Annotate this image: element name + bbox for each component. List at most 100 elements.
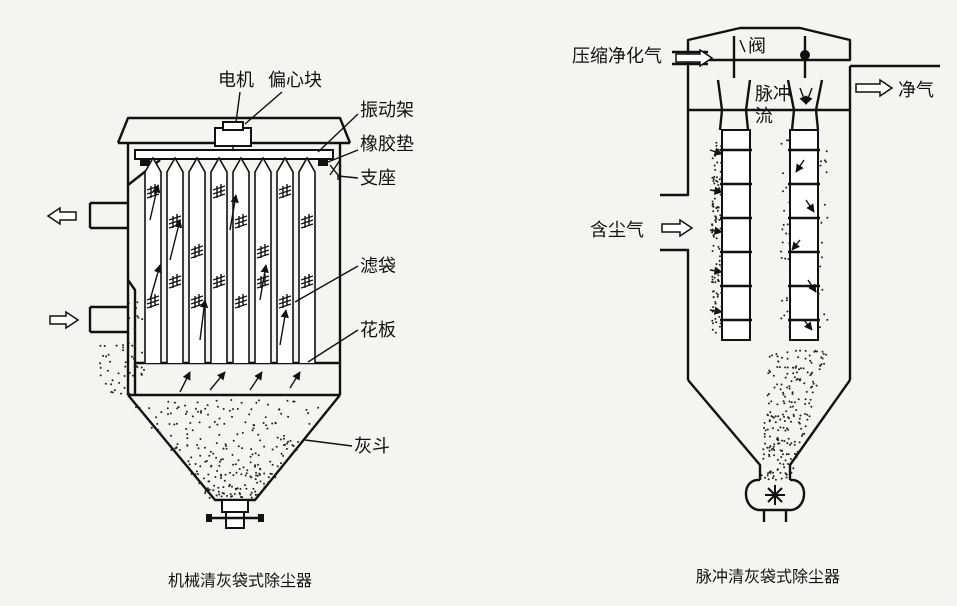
- dust-particle: [136, 301, 139, 304]
- dust-particle: [711, 224, 714, 227]
- dust-particle: [216, 423, 219, 426]
- dust-particle: [166, 407, 169, 410]
- dust-particle: [819, 364, 822, 367]
- dust-particle: [716, 150, 719, 153]
- dust-particle: [786, 223, 789, 226]
- rotary-star: [765, 485, 785, 505]
- dust-particle: [194, 407, 197, 410]
- dust-particle: [283, 434, 285, 437]
- ash-hopper: [127, 394, 341, 502]
- dust-particle: [803, 382, 806, 385]
- pulse-arrow: [791, 239, 801, 251]
- dust-particle: [815, 384, 818, 387]
- dust-particle: [249, 475, 252, 478]
- dust-particle: [718, 325, 721, 328]
- dust-particle: [713, 175, 716, 178]
- dust-particle: [250, 496, 253, 499]
- dust-particle: [763, 427, 765, 429]
- dust-particle: [716, 295, 719, 298]
- dust-particle: [715, 217, 718, 220]
- venturi-right: [786, 79, 824, 131]
- discharge-valve: [221, 499, 249, 513]
- dust-particle: [823, 159, 826, 162]
- dust-particle: [719, 218, 722, 221]
- dust-particle: [295, 448, 298, 451]
- dust-particle: [231, 485, 233, 488]
- dust-particle: [817, 211, 819, 214]
- dust-particle: [763, 433, 766, 435]
- dust-particle: [186, 444, 189, 447]
- pulse-arrow: [807, 279, 817, 293]
- dust-particle: [786, 372, 789, 375]
- dust-particle: [712, 180, 715, 183]
- dust-particle: [712, 306, 715, 309]
- dust-particle: [768, 369, 771, 372]
- dust-particle: [305, 408, 308, 411]
- dust-particle: [196, 410, 199, 413]
- dust-particle: [798, 441, 801, 444]
- dust-particle: [820, 356, 823, 359]
- dust-particle: [825, 171, 828, 174]
- dust-particle: [800, 435, 803, 437]
- filter-bag: [298, 156, 316, 363]
- dust-particle: [784, 395, 787, 398]
- dust-particle: [779, 449, 782, 452]
- dust-particle: [798, 368, 800, 371]
- dust-particle: [225, 445, 227, 447]
- dust-particle: [768, 402, 770, 405]
- dust-particle: [123, 386, 126, 389]
- dust-particle: [782, 172, 784, 175]
- dust-particle: [782, 391, 784, 394]
- dust-particle: [766, 428, 769, 431]
- dust-particle: [252, 427, 255, 430]
- dust-particle: [780, 317, 783, 320]
- dust-particle: [168, 423, 171, 425]
- dust-particle: [786, 366, 789, 369]
- dust-particle: [156, 422, 159, 425]
- dust-particle: [821, 241, 823, 244]
- label-flower-plate: 花板: [360, 320, 396, 341]
- dust-particle: [780, 383, 783, 386]
- hopper-dust: [99, 301, 320, 499]
- dust-particle: [228, 485, 231, 488]
- dust-particle: [713, 164, 716, 167]
- dust-particle: [772, 445, 775, 448]
- dust-particle: [106, 369, 109, 372]
- dust-particle: [711, 280, 713, 283]
- dust-particle: [120, 392, 123, 395]
- dust-particle: [779, 462, 782, 465]
- caption-mechanical: 机械清灰袋式除尘器: [168, 571, 312, 590]
- dust-particle: [139, 409, 142, 412]
- dust-particle: [110, 383, 113, 386]
- dust-particle: [239, 488, 242, 490]
- dust-particle: [810, 405, 813, 408]
- dust-particle: [131, 344, 134, 347]
- housing-left-upper: [660, 60, 690, 197]
- dust-particle: [150, 426, 153, 429]
- rubber-pad-right: [318, 158, 328, 166]
- dust-particle: [274, 421, 277, 424]
- dust-particle: [711, 275, 714, 278]
- dust-particle: [219, 473, 222, 476]
- dust-particle: [795, 349, 797, 352]
- dust-particle: [254, 493, 257, 496]
- dust-particle: [297, 440, 299, 443]
- dust-particle: [780, 256, 783, 259]
- dust-particle: [790, 420, 792, 423]
- dust-particle: [130, 355, 133, 358]
- dust-particle: [777, 439, 780, 442]
- dust-particle: [246, 469, 249, 472]
- dust-particle: [259, 480, 262, 483]
- dust-particle: [287, 440, 290, 443]
- dust-particle: [715, 207, 718, 210]
- dust-particle: [715, 263, 718, 266]
- dust-particle: [763, 435, 766, 438]
- dust-particle: [716, 206, 719, 208]
- dust-particle: [760, 474, 763, 477]
- dust-particle: [771, 415, 774, 418]
- dust-particle: [783, 415, 785, 418]
- dust-particle: [795, 453, 798, 456]
- dust-particle: [788, 417, 790, 420]
- dust-particle: [103, 345, 106, 347]
- dust-particle: [793, 376, 796, 379]
